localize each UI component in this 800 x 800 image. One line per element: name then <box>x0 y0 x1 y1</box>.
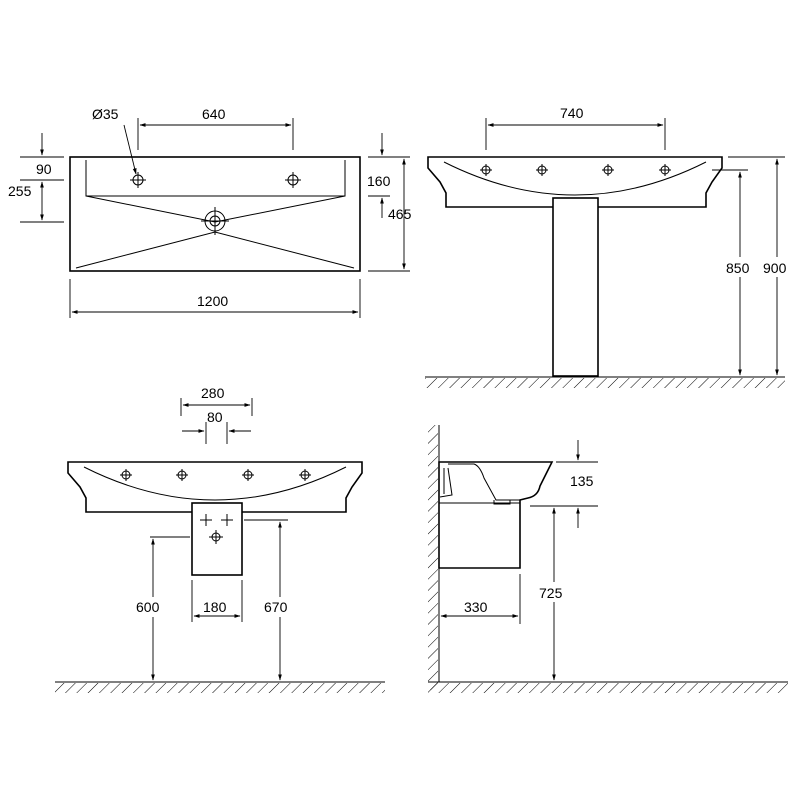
tap-hole-icon <box>480 164 671 176</box>
tap-hole-left-icon <box>130 172 146 188</box>
label-tap-span: 280 <box>201 385 225 401</box>
tap-hole-right-icon <box>285 172 301 188</box>
label-rim-height-900: 900 <box>763 260 787 276</box>
basin-outline <box>67 461 363 513</box>
label-top-offset: 90 <box>36 161 52 177</box>
label-diameter: Ø35 <box>92 106 119 122</box>
label-tap-inner: 80 <box>207 409 223 425</box>
label-column-width: 180 <box>203 599 227 615</box>
label-drain-height-670: 670 <box>264 599 288 615</box>
basin-outline <box>427 156 723 208</box>
label-rim-height-850: 850 <box>726 260 750 276</box>
semi-pedestal <box>191 502 243 576</box>
drain-icon <box>201 207 229 235</box>
pedestal-column <box>552 197 599 377</box>
basin-bowl-curve <box>443 161 707 196</box>
floor-hatch <box>55 683 385 693</box>
label-overall-depth: 465 <box>388 206 412 222</box>
label-top-depth: 255 <box>8 183 32 199</box>
tap-hole-icon <box>120 469 311 481</box>
label-drain-height-600: 600 <box>136 599 160 615</box>
overflow-channel <box>439 467 453 498</box>
bowl-section-curve <box>448 463 520 501</box>
label-bowl-depth: 135 <box>570 473 594 489</box>
label-wall-height: 725 <box>539 585 563 601</box>
label-pedestal-width: 740 <box>560 105 584 121</box>
label-overall-width: 1200 <box>197 293 228 309</box>
connection-holes-icon <box>200 514 233 544</box>
drain-section <box>493 500 511 505</box>
front-view-pedestal: 740 850 900 <box>425 105 796 388</box>
label-front-height: 160 <box>367 173 391 189</box>
top-view-bowl-back <box>85 160 346 197</box>
floor-hatch <box>425 378 785 388</box>
basin-bowl-curve <box>83 466 347 501</box>
side-section: 135 330 725 <box>428 425 788 693</box>
label-hole-spacing: 640 <box>202 106 226 122</box>
front-view-semi-pedestal: 280 80 600 180 670 <box>55 385 385 693</box>
top-view: Ø35 640 90 255 160 465 1200 <box>8 106 412 318</box>
floor-hatch <box>428 683 788 693</box>
wall-hatch <box>428 425 438 690</box>
basin-section <box>438 461 554 569</box>
label-wall-projection: 330 <box>464 599 488 615</box>
